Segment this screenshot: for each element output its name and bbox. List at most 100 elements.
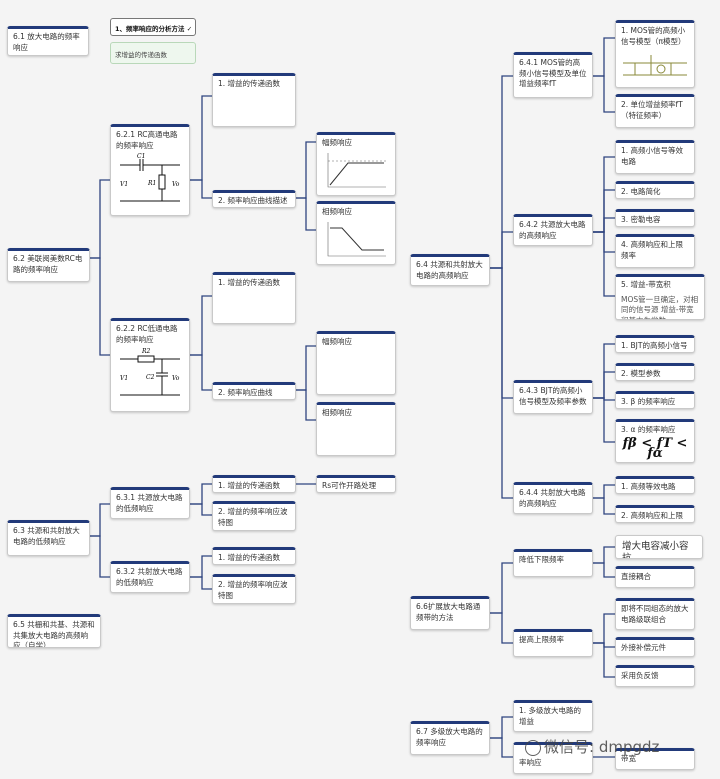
node-6-2-1-b-1[interactable]: 幅频响应: [316, 132, 396, 196]
wechat-watermark: 微信号: dmpgdz: [525, 736, 659, 757]
node-6-2-1-label: 6.2.1 RC高通电路的频率响应: [116, 130, 178, 150]
node-6-3-1-b[interactable]: 2. 增益的频率响应波特图: [212, 501, 296, 531]
node-6-4-3-a[interactable]: 1. BJT的高频小信号模型: [615, 335, 695, 353]
node-6-6-a-1-label: 增大电容减小容抗: [622, 541, 689, 559]
node-6-2-1-b-label: 2. 频率响应曲线描述: [218, 196, 288, 205]
node-6-6-b-2-label: 外接补偿元件: [621, 643, 666, 652]
node-6-6-b[interactable]: 提高上限频率: [513, 629, 593, 657]
node-6-4-3-a-label: 1. BJT的高频小信号模型: [621, 341, 688, 352]
node-6-4-3-label: 6.4.3 BJT的高频小信号模型及频率参数: [519, 386, 587, 406]
node-6-4-3-d[interactable]: 3. α 的频率响应 fβ < fT < fα: [615, 419, 695, 463]
node-6-5[interactable]: 6.5 共栅和共基、共源和共集放大电路的高频响应（自学）: [7, 614, 101, 648]
node-6-3-1[interactable]: 6.3.1 共源放大电路的低频响应: [110, 487, 190, 519]
node-6-2-1-a[interactable]: 1. 增益的传递函数: [212, 73, 296, 127]
circuit1-c-label: C1: [137, 153, 145, 160]
node-6-4-4-a[interactable]: 1. 高频等效电路: [615, 476, 695, 494]
node-6-2-2-label: 6.2.2 RC低通电路的频率响应: [116, 324, 178, 344]
node-6-7-b-label: 率响应: [519, 758, 542, 767]
node-6-4-1-a-label: 1. MOS管的高频小信号模型（π模型）: [621, 26, 686, 46]
circuit2-vin-label: V1: [120, 375, 128, 382]
node-6-6-b-2[interactable]: 外接补偿元件: [615, 637, 695, 657]
frequency-relation-formula: fβ < fT < fα: [622, 435, 688, 461]
node-6-2-2-b-label: 2. 频率响应曲线: [218, 388, 273, 397]
circuit2-r-label: R2: [141, 348, 151, 355]
node-6-3-1-a-1-label: Rs可作开路处理: [322, 481, 377, 490]
node-6-4-2-d-label: 4. 高频响应和上限频率: [621, 240, 684, 260]
node-6-7-a[interactable]: 1. 多级放大电路的增益: [513, 700, 593, 732]
node-6-4-1-b[interactable]: 2. 单位增益频率fT（特征频率）: [615, 94, 695, 128]
node-6-4-2-e[interactable]: 5. 增益-带宽积 MOS管一旦确定，对相同的信号源 增益-带宽积基本为常数: [615, 274, 705, 320]
node-6-7-a-label: 1. 多级放大电路的增益: [519, 706, 582, 726]
circuit2-vout-label: Vo: [172, 375, 180, 382]
phase-plot-icon: [327, 221, 386, 256]
node-6-2-2[interactable]: 6.2.2 RC低通电路的频率响应 R2 C2 V1 Vo: [110, 318, 190, 412]
node-6-3-2-a[interactable]: 1. 增益的传递函数: [212, 547, 296, 565]
node-6-4-3-c[interactable]: 3. β 的频率响应: [615, 391, 695, 409]
callout-note[interactable]: 求增益的传递函数: [110, 42, 196, 64]
node-6-4-3-d-label: 3. α 的频率响应: [621, 425, 676, 434]
node-6-2-1-b-2[interactable]: 相频响应: [316, 201, 396, 265]
node-6-6-b-1-label: 即将不同组态的放大电路级联组合: [621, 604, 689, 624]
node-6-6-a-2[interactable]: 直接耦合: [615, 566, 695, 588]
node-6-6-a[interactable]: 降低下限频率: [513, 549, 593, 577]
node-6-2-2-b-2-label: 相频响应: [322, 408, 352, 417]
node-6-6[interactable]: 6.6扩展放大电路通频带的方法: [410, 596, 490, 630]
node-6-2-1[interactable]: 6.2.1 RC高通电路的频率响应 C1 R1 V1 Vo: [110, 124, 190, 216]
node-6-2[interactable]: 6.2 美联阅美数RC电路的频率响应: [7, 248, 90, 282]
node-6-1[interactable]: 6.1 放大电路的频率响应: [7, 26, 89, 56]
node-6-4-1-a[interactable]: 1. MOS管的高频小信号模型（π模型）: [615, 20, 695, 88]
node-6-6-a-1[interactable]: 增大电容减小容抗: [615, 535, 703, 559]
node-6-2-2-b-1-label: 幅频响应: [322, 337, 352, 346]
node-6-4-2-e-label: 5. 增益-带宽积: [621, 280, 671, 289]
callout-title[interactable]: 1、频率响应的分析方法 ✓: [110, 18, 196, 36]
node-6-4-3[interactable]: 6.4.3 BJT的高频小信号模型及频率参数: [513, 380, 593, 414]
node-6-3-1-b-label: 2. 增益的频率响应波特图: [218, 507, 288, 527]
node-6-3[interactable]: 6.3 共源和共射放大电路的低频响应: [7, 520, 90, 556]
node-6-4-1[interactable]: 6.4.1 MOS管的高频小信号模型及单位增益频率fT: [513, 52, 593, 98]
node-6-2-2-a[interactable]: 1. 增益的传递函数: [212, 272, 296, 324]
circuit1-vin-label: V1: [120, 181, 128, 188]
page-header: [0, 0, 6, 2]
node-6-4-2-c[interactable]: 3. 密勒电容: [615, 209, 695, 227]
node-6-4-2-b[interactable]: 2. 电路简化: [615, 181, 695, 199]
node-6-2-2-b[interactable]: 2. 频率响应曲线: [212, 382, 296, 400]
node-6-7-c-label: 带宽: [621, 754, 636, 763]
node-6-2-2-a-label: 1. 增益的传递函数: [218, 278, 281, 287]
node-6-2-1-b[interactable]: 2. 频率响应曲线描述: [212, 190, 296, 208]
node-6-6-b-3-label: 采用负反馈: [621, 671, 659, 680]
node-6-6-b-label: 提高上限频率: [519, 635, 564, 644]
node-6-3-2-label: 6.3.2 共射放大电路的低频响应: [116, 567, 183, 587]
node-6-4-2[interactable]: 6.4.2 共源放大电路的高频响应: [513, 214, 593, 246]
node-6-4-4-b[interactable]: 2. 高频响应和上限频率: [615, 505, 695, 523]
node-6-6-b-1[interactable]: 即将不同组态的放大电路级联组合: [615, 598, 695, 630]
node-6-2-1-b-1-label: 幅频响应: [322, 138, 352, 147]
node-6-6-b-3[interactable]: 采用负反馈: [615, 665, 695, 687]
node-6-3-2-b[interactable]: 2. 增益的频率响应波特图: [212, 574, 296, 604]
node-6-7-c[interactable]: 带宽: [615, 748, 695, 770]
node-6-2-1-a-label: 1. 增益的传递函数: [218, 79, 281, 88]
node-6-4-2-a-label: 1. 高频小信号等效电路: [621, 146, 684, 166]
node-6-3-1-a-1[interactable]: Rs可作开路处理: [316, 475, 396, 493]
node-6-4-2-d[interactable]: 4. 高频响应和上限频率: [615, 234, 695, 268]
node-6-2-2-b-1[interactable]: 幅频响应: [316, 331, 396, 395]
node-6-2-2-b-2[interactable]: 相频响应: [316, 402, 396, 456]
node-6-4-1-b-label: 2. 单位增益频率fT（特征频率）: [621, 100, 683, 120]
node-6-3-1-a[interactable]: 1. 增益的传递函数: [212, 475, 296, 493]
node-6-4-3-b[interactable]: 2. 模型参数: [615, 363, 695, 381]
node-6-4-4-a-label: 1. 高频等效电路: [621, 482, 676, 491]
node-6-4-3-c-label: 3. β 的频率响应: [621, 397, 676, 406]
node-6-4-1-label: 6.4.1 MOS管的高频小信号模型及单位增益频率fT: [519, 58, 587, 88]
node-6-7-b[interactable]: 率响应: [513, 742, 593, 774]
node-6-7[interactable]: 6.7 多级放大电路的频率响应: [410, 721, 490, 755]
node-6-4-4[interactable]: 6.4.4 共射放大电路的高频响应: [513, 482, 593, 514]
circuit2-c-label: C2: [146, 374, 155, 381]
magnitude-plot-icon: [327, 152, 386, 187]
node-6-6-label: 6.6扩展放大电路通频带的方法: [416, 602, 481, 622]
node-6-4-2-a[interactable]: 1. 高频小信号等效电路: [615, 140, 695, 174]
node-6-3-2[interactable]: 6.3.2 共射放大电路的低频响应: [110, 561, 190, 593]
node-6-4[interactable]: 6.4 共源和共射放大电路的高频响应: [410, 254, 490, 286]
rc-highpass-circuit: C1 R1 V1 Vo: [120, 153, 180, 202]
node-6-3-label: 6.3 共源和共射放大电路的低频响应: [13, 526, 80, 546]
circuit1-vout-label: Vo: [172, 181, 180, 188]
